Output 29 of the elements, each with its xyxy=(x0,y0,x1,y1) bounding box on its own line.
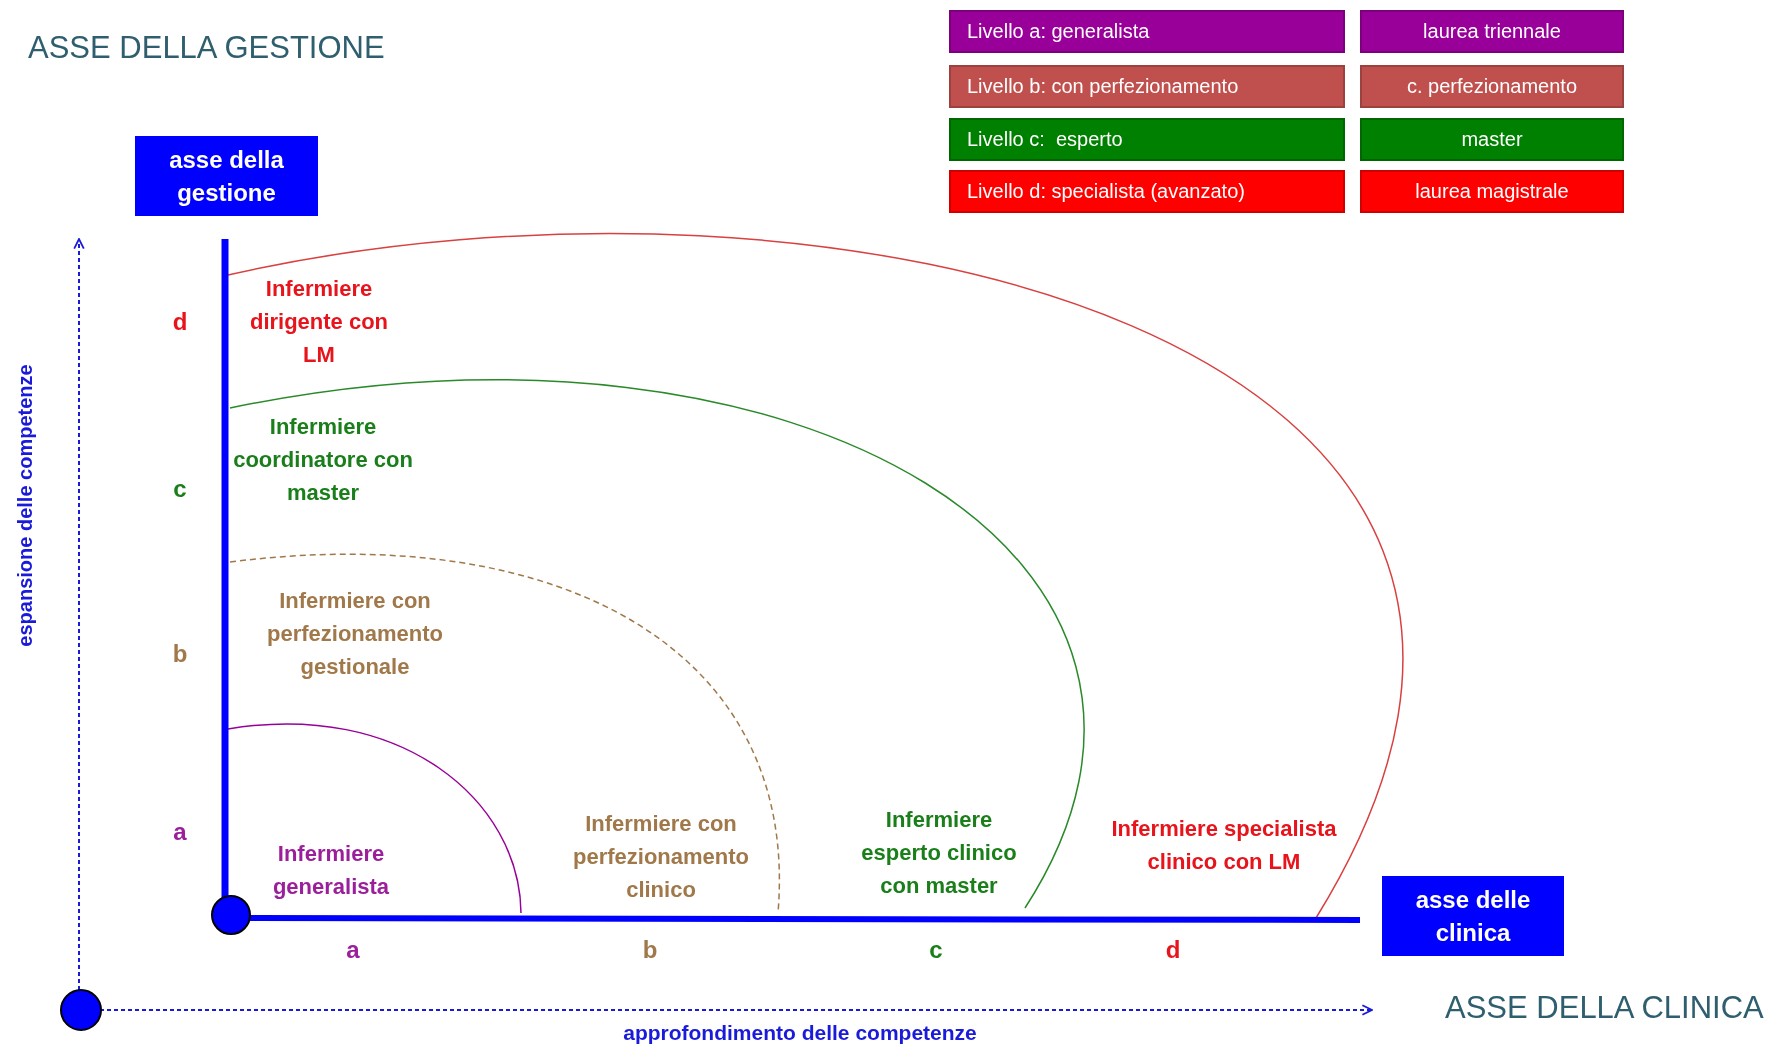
level-letter: c xyxy=(928,936,944,964)
level-letter: c xyxy=(172,475,188,503)
legend-item: laurea triennale xyxy=(1360,10,1624,53)
axis-title-box: asse della gestione xyxy=(135,136,318,216)
heading: ASSE DELLA CLINICA xyxy=(1445,990,1765,1026)
role-label: Infermiere con perfezionamento gestionale xyxy=(266,587,444,681)
legend-item: Livello d: specialista (avanzato) xyxy=(949,170,1345,213)
heading: ASSE DELLA GESTIONE xyxy=(28,30,386,66)
axis-label: approfondimento delle competenze xyxy=(622,1020,978,1046)
level-letter: b xyxy=(641,936,659,964)
role-label: Infermiere esperto clinico con master xyxy=(860,806,1018,900)
legend-item: master xyxy=(1360,118,1624,161)
level-letter: b xyxy=(171,640,189,668)
legend-item: Livello c: esperto xyxy=(949,118,1345,161)
role-label: Infermiere coordinatore con master xyxy=(233,413,413,507)
axis-label: espansione delle competenze xyxy=(13,363,37,649)
legend-item: laurea magistrale xyxy=(1360,170,1624,213)
level-letter: a xyxy=(345,936,361,964)
level-letter: d xyxy=(1164,936,1182,964)
role-label: Infermiere con perfezionamento clinico xyxy=(572,810,750,904)
role-label: Infermiere generalista xyxy=(271,840,391,901)
legend-item: c. perfezionamento xyxy=(1360,65,1624,108)
legend-item: Livello a: generalista xyxy=(949,10,1345,53)
role-label: Infermiere dirigente con LM xyxy=(249,275,389,369)
level-letter: a xyxy=(172,818,188,846)
role-label: Infermiere specialista clinico con LM xyxy=(1110,815,1338,876)
level-letter: d xyxy=(171,308,189,336)
axis-title-box: asse delle clinica xyxy=(1382,876,1564,956)
legend-item: Livello b: con perfezionamento xyxy=(949,65,1345,108)
